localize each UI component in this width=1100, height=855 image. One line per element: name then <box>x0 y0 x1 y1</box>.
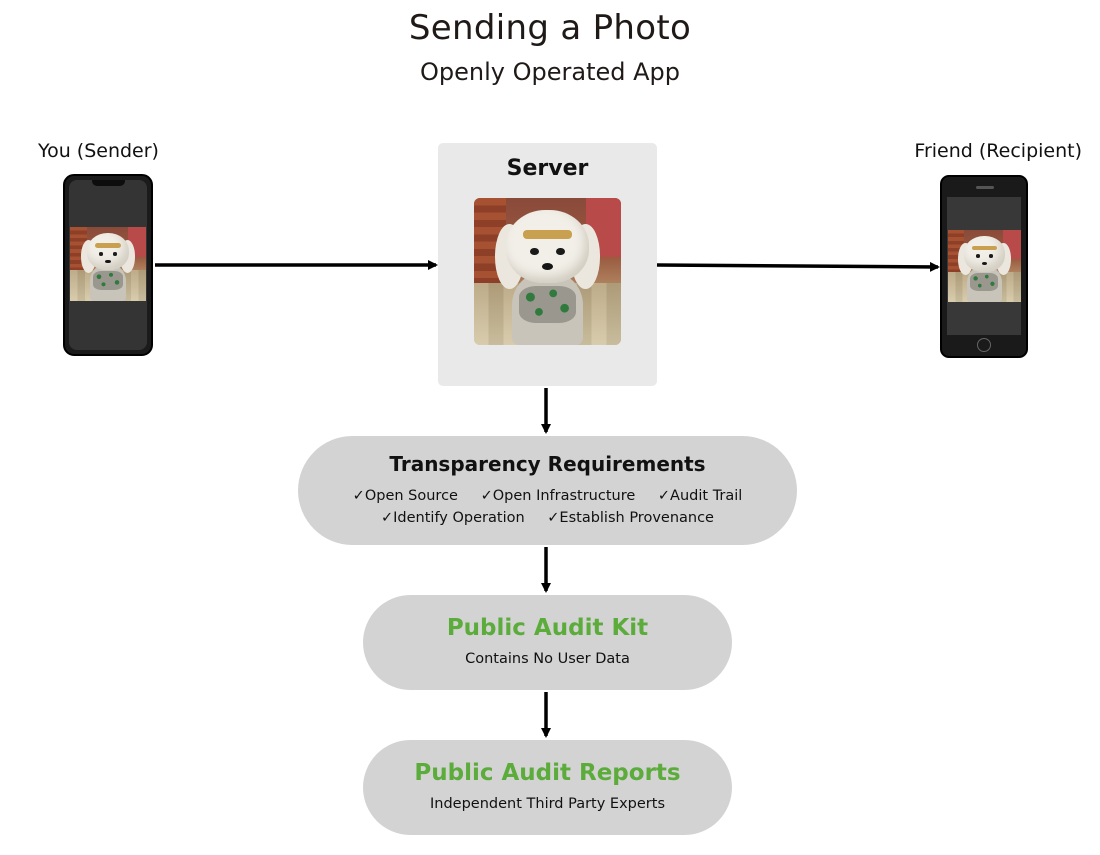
requirements-row-1: ✓Open Source ✓Open Infrastructure ✓Audit… <box>298 488 797 504</box>
arrow-server-to-recipient <box>656 261 940 272</box>
requirement-audit-trail: ✓Audit Trail <box>657 488 743 504</box>
audit-reports-title: Public Audit Reports <box>414 760 681 786</box>
diagram-subtitle: Openly Operated App <box>420 58 680 86</box>
requirements-row-2: ✓Identify Operation ✓Establish Provenanc… <box>298 510 797 526</box>
recipient-dog-photo <box>948 230 1021 302</box>
audit-kit-subtitle: Contains No User Data <box>465 651 630 667</box>
audit-reports-subtitle: Independent Third Party Experts <box>430 796 665 812</box>
requirement-identify-operation: ✓Identify Operation <box>381 510 525 526</box>
phone-notch <box>92 180 125 186</box>
public-audit-reports-pill: Public Audit Reports Independent Third P… <box>363 740 732 835</box>
sender-label: You (Sender) <box>38 140 159 162</box>
audit-kit-title: Public Audit Kit <box>446 615 649 641</box>
requirement-open-source: ✓Open Source <box>352 488 458 504</box>
sender-dog-photo <box>70 227 146 301</box>
transparency-title: Transparency Requirements <box>389 452 706 476</box>
server-label: Server <box>506 156 589 181</box>
server-dog-photo <box>474 198 621 345</box>
diagram-title: Sending a Photo <box>408 8 692 48</box>
transparency-requirements-pill: Transparency Requirements ✓Open Source ✓… <box>298 436 797 545</box>
phone-home-button <box>977 338 991 352</box>
phone-speaker <box>976 186 994 189</box>
public-audit-kit-pill: Public Audit Kit Contains No User Data <box>363 595 732 690</box>
recipient-label: Friend (Recipient) <box>914 140 1082 162</box>
requirement-open-infrastructure: ✓Open Infrastructure <box>480 488 636 504</box>
requirement-establish-provenance: ✓Establish Provenance <box>547 510 714 526</box>
